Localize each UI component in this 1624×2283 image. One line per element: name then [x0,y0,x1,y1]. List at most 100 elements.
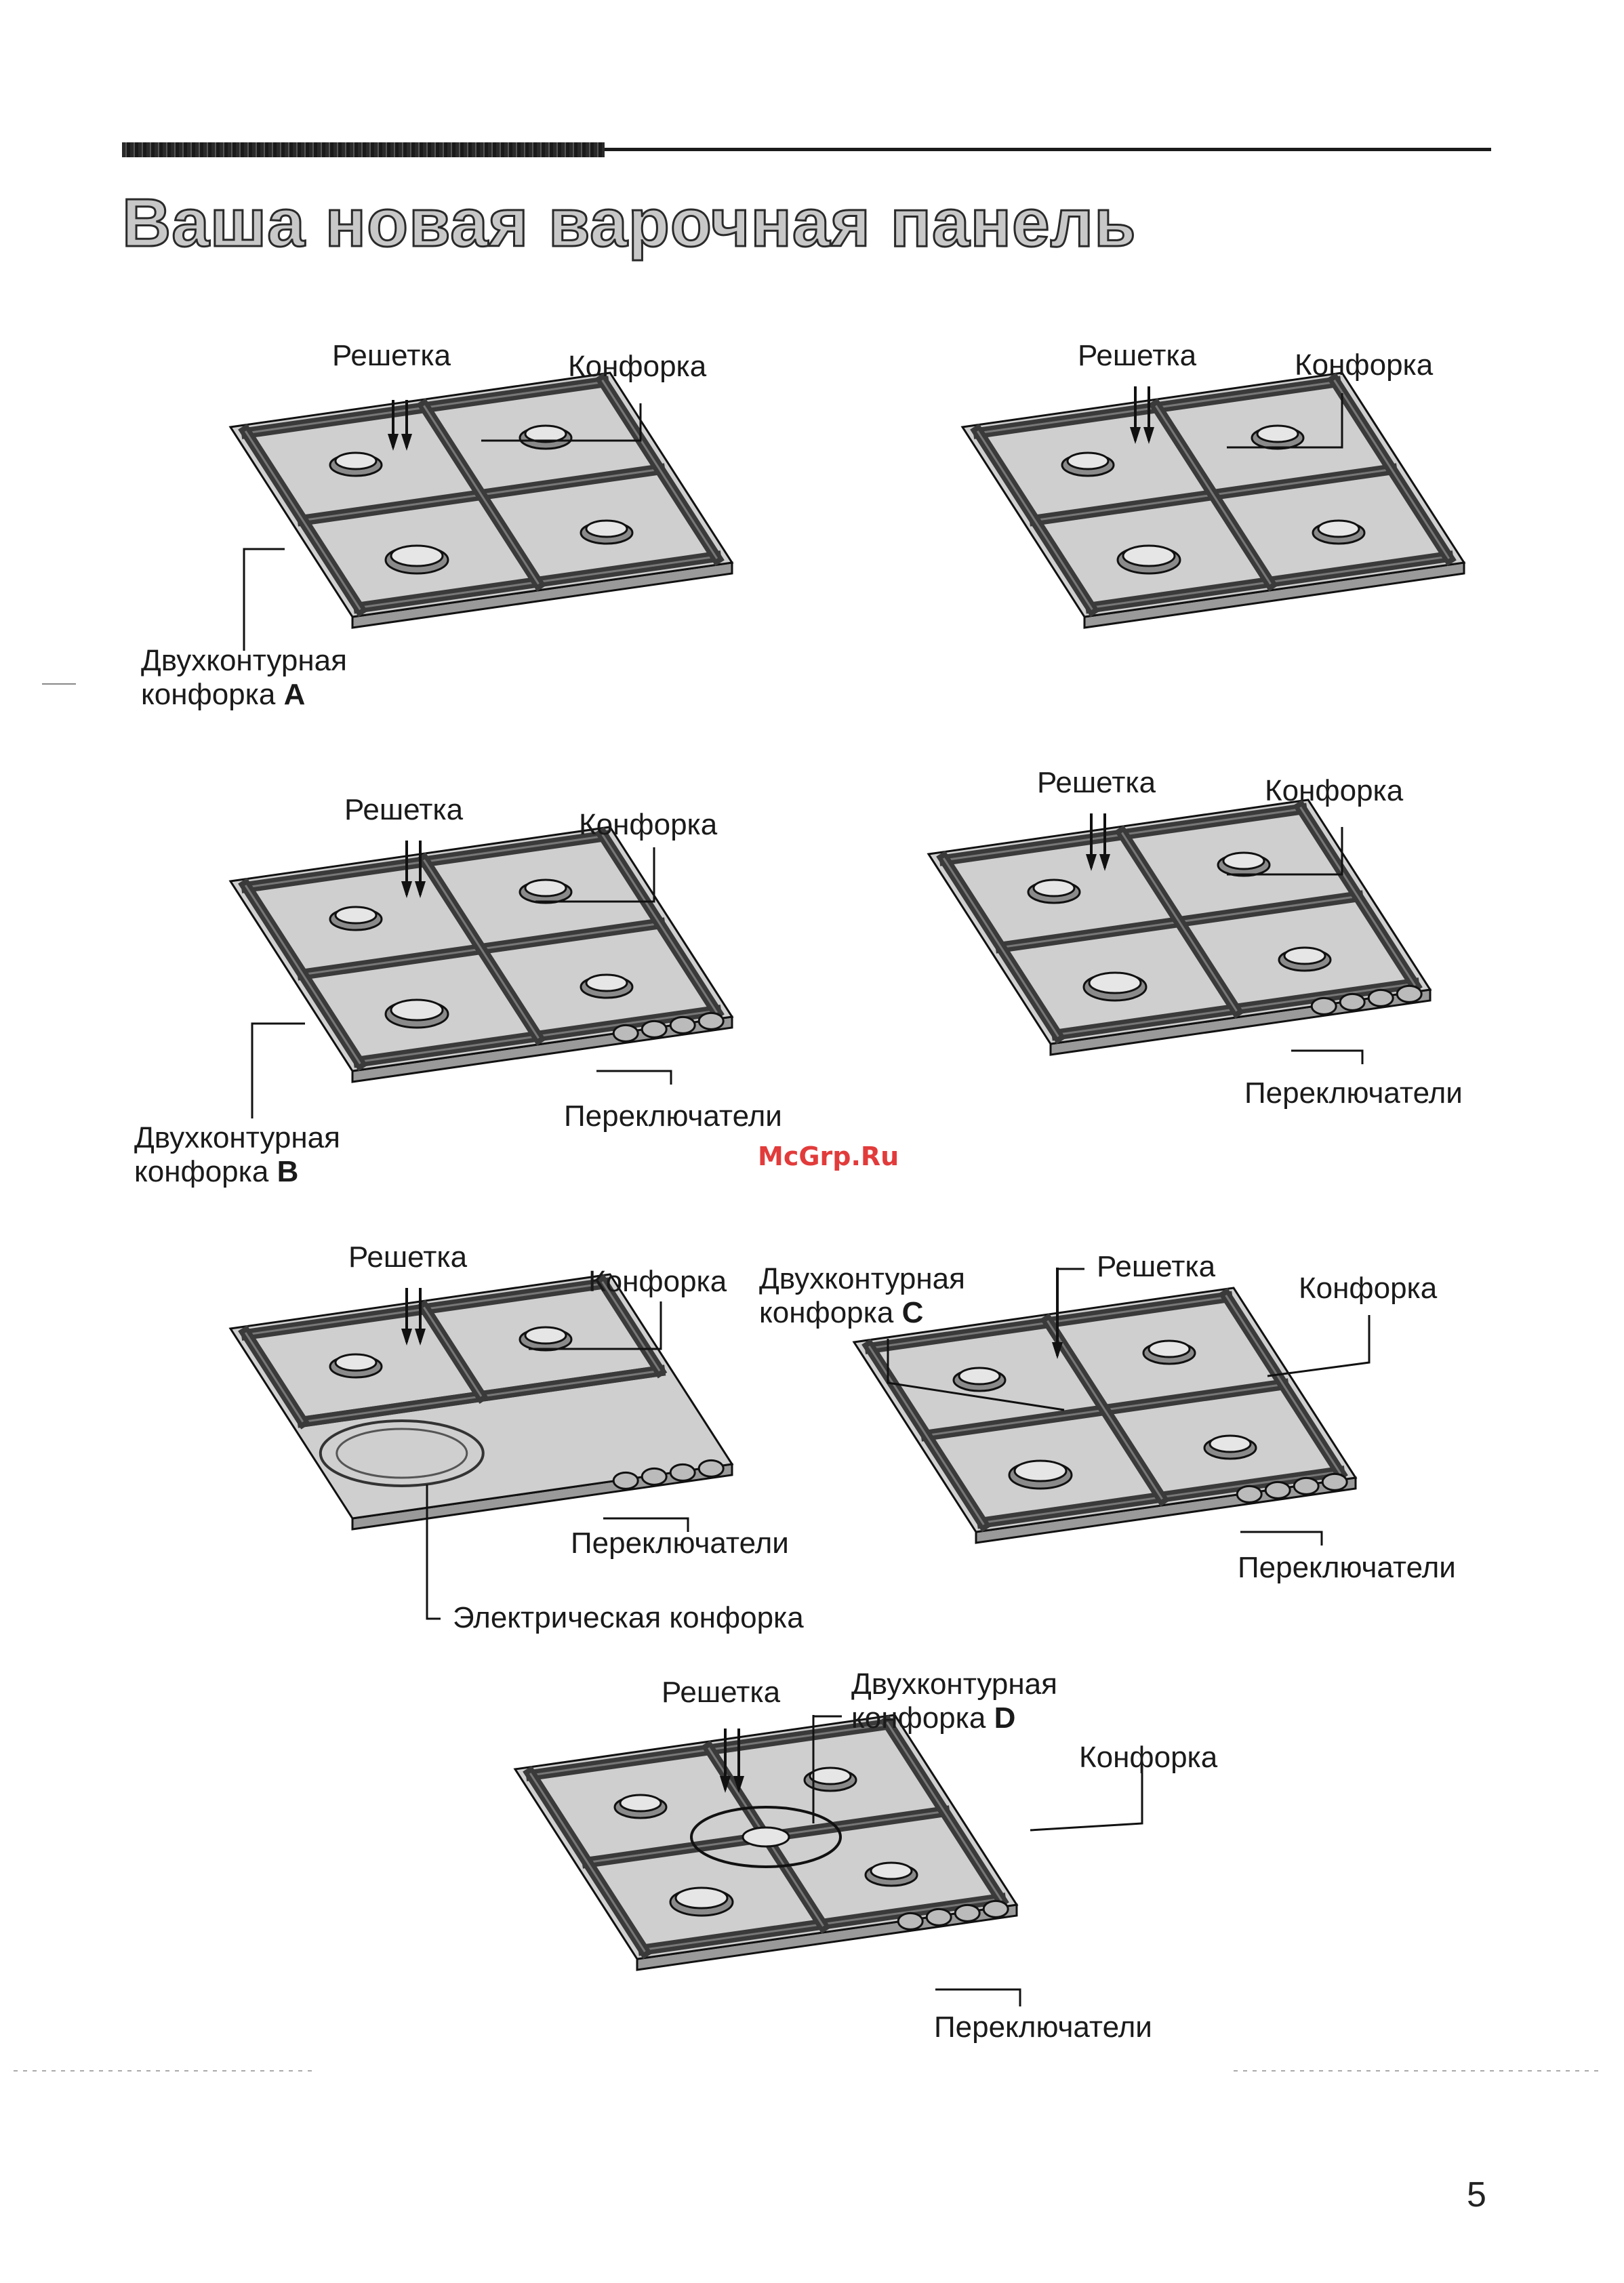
label-dual-prefix: конфорка [851,1701,986,1735]
header-dark-bar [122,142,605,157]
grate-bar-highlight [1333,379,1450,559]
label-dual-name: конфорка B [134,1155,340,1189]
label-dual-name: конфорка D [851,1701,1057,1735]
control-knob [897,1912,924,1931]
label-knobs: Переключатели [934,2011,1152,2044]
label-dual-letter: A [283,678,306,711]
grate-bar-highlight [942,857,1059,1038]
burner-cap [809,1766,852,1785]
burner-cap [1066,451,1110,470]
grate-bar-highlight [423,1306,483,1397]
burner-cap [1256,424,1299,443]
label-burner: Конфорка [579,808,718,841]
burner-cap [390,544,444,567]
burner-cap [1148,1339,1191,1358]
burner-cap [619,1794,662,1813]
burner-cap [524,878,567,897]
label-burner: Конфорка [588,1265,727,1298]
hob-illustration [513,1714,1143,2006]
control-knob [1310,996,1337,1015]
control-knob [1321,1472,1348,1491]
control-knob [925,1907,952,1926]
hob-figure-3: Решетка Конфорка Переключатели Двухконту… [129,793,834,1200]
control-knob [1236,1484,1263,1503]
burner-cap [1317,519,1360,538]
label-grate: Решетка [332,339,451,372]
label-dual-line: Двухконтурная [851,1668,1057,1701]
scan-noise-right [1234,2070,1600,2072]
hob-illustration [228,826,734,1118]
hob-illustration [228,1273,734,1620]
grate-bar-highlight [976,430,1093,611]
burner-cap [585,519,628,538]
label-dual-line: Двухконтурная [134,1121,340,1154]
burner-cap [1283,946,1326,965]
grate-bar-highlight [1299,806,1417,986]
burner-cap [870,1861,913,1880]
grate-bar-highlight [529,1773,646,1953]
grate-bar-highlight [1121,832,1238,1012]
burner-cap [1032,878,1076,897]
grate-bar-highlight [601,1280,661,1372]
hob-figure-1: Решетка Конфорка Двухконтурная конфорка … [129,339,752,732]
burner-cap [1122,544,1176,567]
burner-cap [674,1886,729,1910]
scan-noise-left [14,2070,312,2072]
label-grate: Решетка [1078,339,1197,372]
grate-bar-highlight [423,859,540,1039]
burner-cap [524,1326,567,1345]
label-knobs: Переключатели [564,1099,782,1133]
hob-figure-2: Решетка Конфорка [942,339,1498,691]
control-knob [1339,992,1366,1011]
control-knob [1293,1476,1320,1495]
grate-bar-highlight [886,1721,1003,1901]
grate-bar-highlight [244,1332,304,1423]
page-header-band [122,142,1491,159]
dual-burner-cap [742,1826,790,1848]
label-electric-burner: Электрическая конфорка [453,1601,804,1634]
margin-mark [42,683,76,685]
control-knob [1367,988,1394,1007]
control-knob [641,1467,668,1486]
burner-cap [585,973,628,992]
control-knob [669,1463,696,1482]
control-knob [612,1024,639,1043]
grate-bar-highlight [1225,1294,1342,1474]
label-dual-line: Двухконтурная [141,644,347,677]
label-grate: Решетка [1097,1250,1216,1283]
grate-bar-highlight [601,379,718,559]
label-dual-line: Двухконтурная [759,1262,965,1295]
control-knob [982,1899,1009,1918]
label-dual-prefix: конфорка [759,1296,894,1329]
label-dual-burner: Двухконтурная конфорка A [141,644,347,712]
burner-cap [1222,851,1265,870]
label-dual-burner: Двухконтурная конфорка D [851,1668,1057,1735]
hob-illustration [228,371,734,651]
hob-illustration [927,799,1432,1064]
label-burner: Конфорка [568,350,707,383]
electric-ring-outer [319,1419,485,1487]
electric-ring-inner [336,1428,468,1479]
grate-bar-highlight [1155,405,1272,585]
grate-bar-highlight [423,405,540,585]
label-dual-letter: C [901,1296,924,1329]
label-knobs: Переключатели [571,1527,789,1560]
grate-bar-highlight [244,430,361,611]
label-knobs: Переключатели [1244,1076,1463,1110]
burner-cap [334,451,378,470]
label-dual-letter: B [277,1155,299,1188]
label-dual-prefix: конфорка [134,1155,269,1188]
label-knobs: Переключатели [1238,1551,1456,1584]
control-knob [612,1471,639,1490]
watermark: McGrp.Ru [758,1142,899,1171]
burner-cap [390,998,444,1022]
label-burner: Конфорка [1299,1272,1438,1305]
label-dual-prefix: конфорка [141,678,276,711]
control-knob [669,1015,696,1034]
grate-bar-highlight [244,885,361,1065]
label-dual-name: конфорка C [759,1296,965,1330]
control-knob [954,1903,981,1922]
burner-cap [1088,971,1142,994]
label-burner: Конфорка [1265,774,1404,807]
label-grate: Решетка [1037,766,1156,799]
